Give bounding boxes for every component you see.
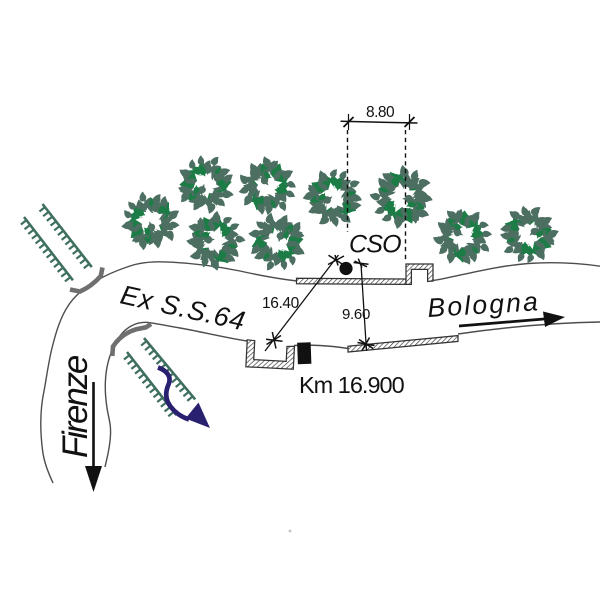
- svg-text:Firenze: Firenze: [56, 355, 95, 458]
- svg-text:9.60: 9.60: [342, 306, 370, 323]
- svg-text:CSO: CSO: [349, 231, 401, 259]
- svg-text:8.80: 8.80: [366, 104, 395, 121]
- svg-text:16.40: 16.40: [262, 295, 300, 312]
- svg-text:Bologna: Bologna: [427, 286, 541, 323]
- svg-text:Km 16.900: Km 16.900: [299, 372, 405, 398]
